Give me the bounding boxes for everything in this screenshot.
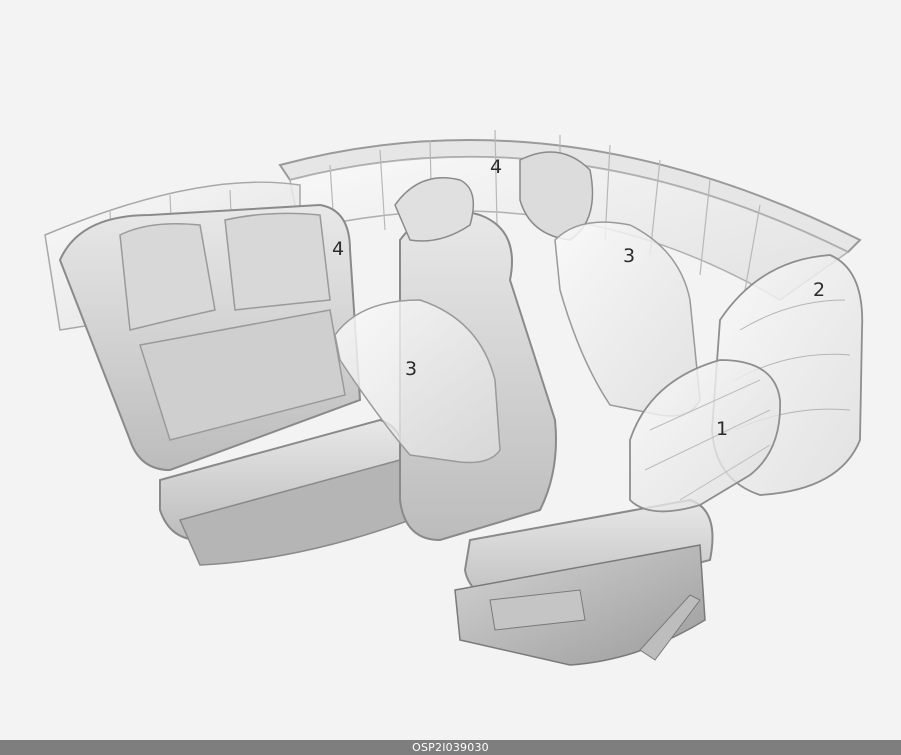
callout-passenger-front-airbag: 2 [813,281,825,300]
callout-curtain-airbag-rear: 4 [332,240,344,259]
callout-side-airbag-front-left: 3 [405,360,417,379]
callout-side-airbag-front-right: 3 [623,247,635,266]
callout-curtain-airbag-top: 4 [490,158,502,177]
image-code-caption: OSP2I039030 [0,740,901,755]
callout-driver-front-airbag: 1 [716,420,728,439]
